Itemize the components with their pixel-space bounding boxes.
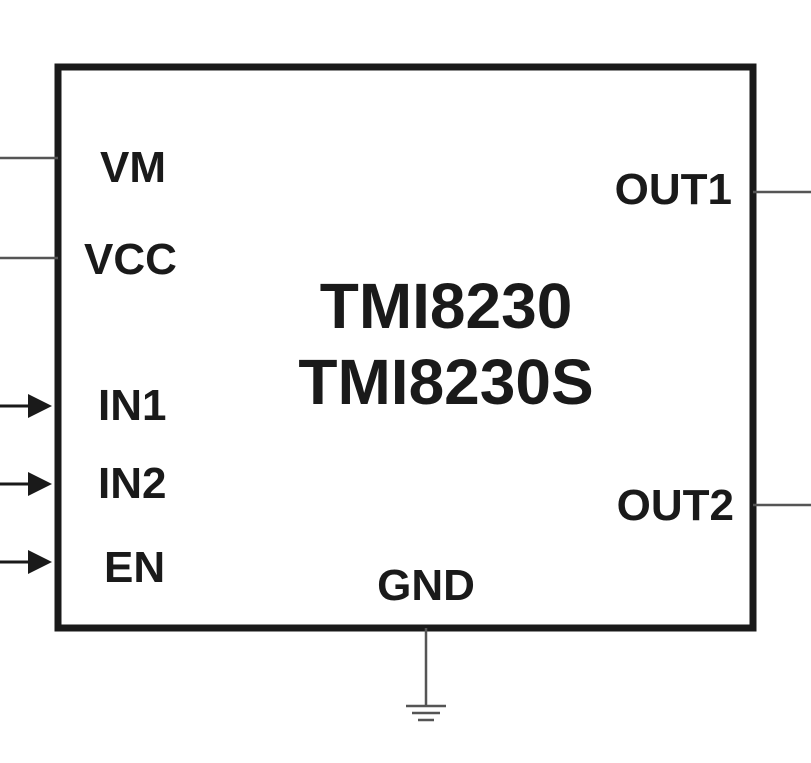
chip-body: [54, 63, 757, 632]
ground-symbol-icon: [406, 704, 446, 722]
pin-label-in2: IN2: [98, 459, 166, 508]
pin-label-out1: OUT1: [615, 165, 732, 214]
chip-name-secondary: TMI8230S: [298, 346, 593, 418]
chip-name-primary: TMI8230: [320, 270, 573, 342]
pin-label-in1: IN1: [98, 381, 166, 430]
in1-arrow-icon: [28, 394, 52, 418]
pin-label-vm: VM: [100, 143, 166, 192]
in2-arrow-icon: [28, 472, 52, 496]
pin-label-en: EN: [104, 543, 165, 592]
pin-label-out2: OUT2: [617, 481, 734, 530]
pin-label-vcc: VCC: [84, 235, 177, 284]
pin-label-gnd: GND: [377, 561, 475, 610]
en-arrow-icon: [28, 550, 52, 574]
